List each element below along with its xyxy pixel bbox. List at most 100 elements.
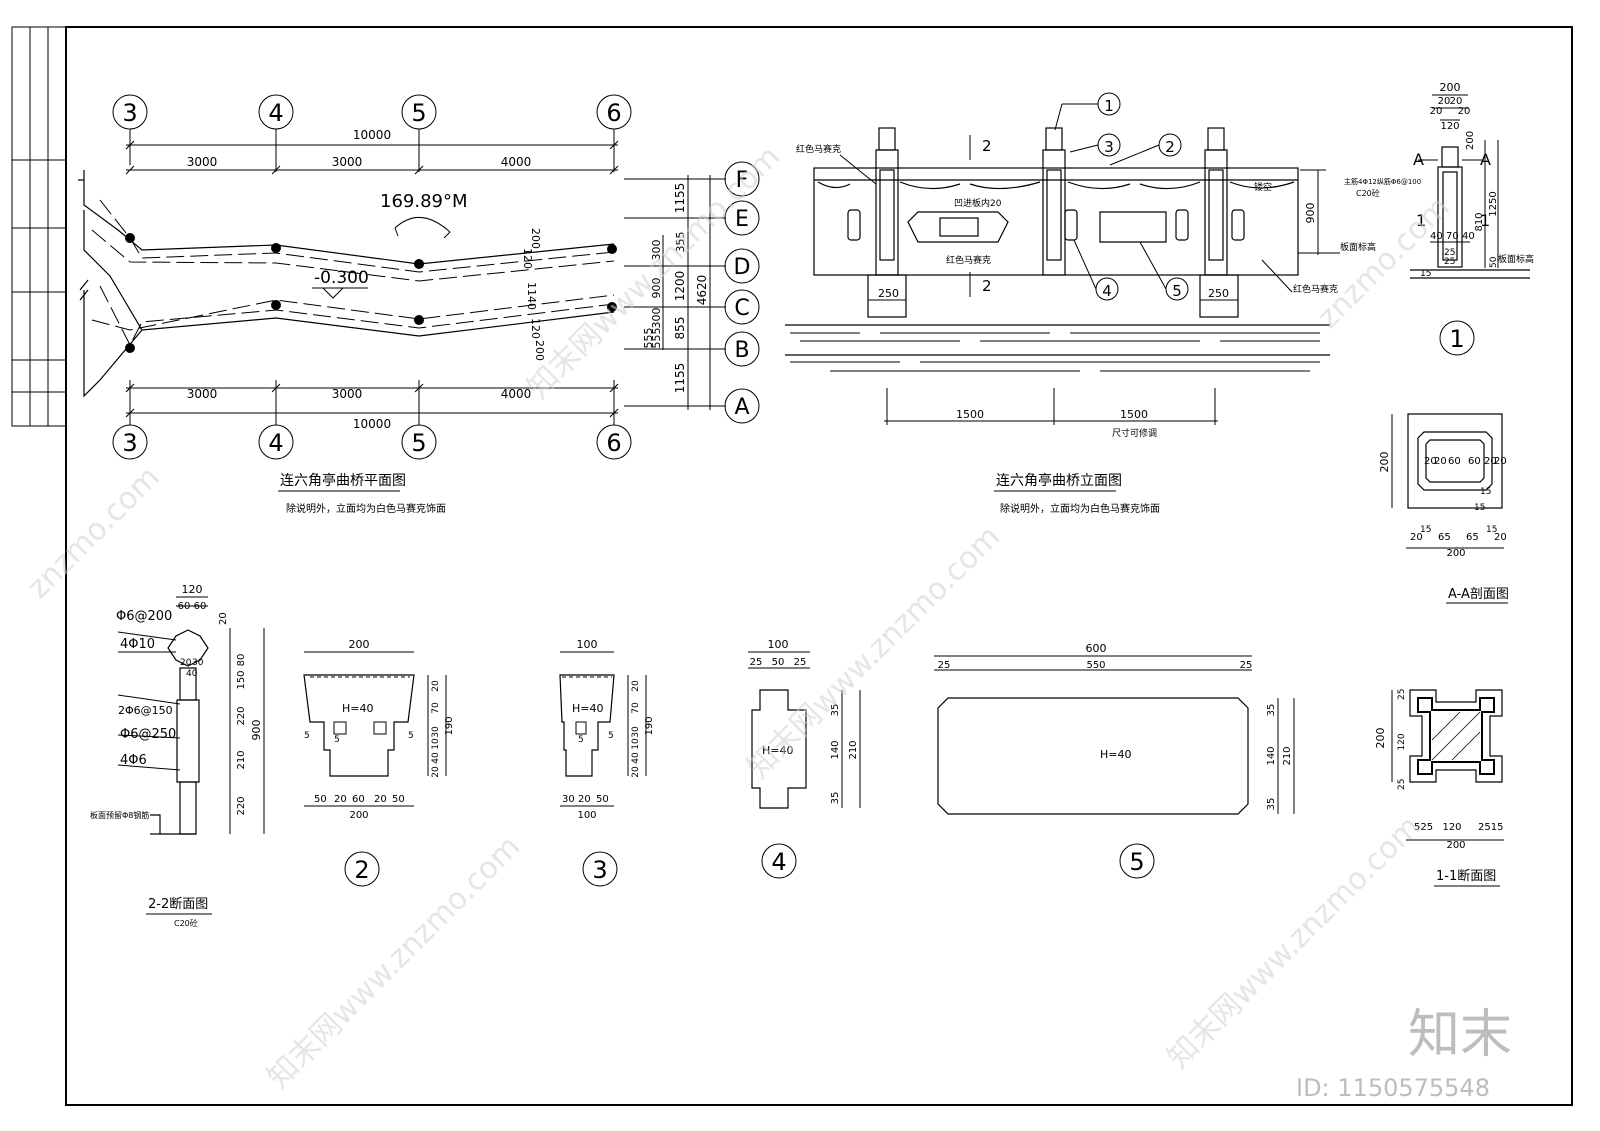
elevation-mark: -0.300 — [314, 268, 369, 288]
watermark-brand: 知末网www.znzmo.com — [741, 519, 1007, 785]
detail-label: 1 — [1449, 325, 1464, 353]
aa-title: A-A剖面图 — [1448, 587, 1509, 602]
rebar-label: Φ6@250 — [120, 727, 176, 742]
rebar-label: 4Φ6 — [120, 753, 147, 768]
s11-dim: 25 — [1397, 689, 1407, 700]
aa-dim: 60 — [1468, 456, 1481, 467]
s22-dim-small: 30 — [192, 658, 204, 668]
axis-label: B — [734, 338, 749, 363]
dim-rail: 200 — [529, 228, 542, 249]
section-22: 120 60 60 Φ6@200 4Φ10 2Φ6@150 Φ6@250 4Φ6… — [90, 583, 265, 928]
plan-title: 连六角亭曲桥平面图 — [280, 472, 406, 489]
detail-4: 100 25 50 25 H=40 35 140 35 210 4 — [748, 638, 861, 879]
d2-dim-5: 5 — [304, 731, 310, 741]
d3-dim-v: 20 — [631, 680, 641, 692]
detail-label: 2 — [354, 856, 369, 884]
axis-label: E — [735, 207, 749, 232]
aa-dim: 65 — [1438, 532, 1451, 543]
dim-250: 250 — [1208, 287, 1229, 300]
elevation-note: 除说明外，立面均为白色马赛克饰面 — [1000, 502, 1160, 515]
s11-dim: 120 — [1397, 733, 1407, 750]
d4-dim-v: 35 — [830, 704, 841, 717]
detail1-dim-15: 15 — [1420, 269, 1431, 279]
s22-concrete: C20砼 — [174, 918, 198, 928]
dim-bottom: 1500 — [1120, 408, 1148, 421]
detail1-dim-h: 40 — [1462, 231, 1475, 242]
dim-inner: 300 — [650, 308, 663, 329]
section-mark: 2 — [982, 277, 992, 295]
detail-1: 200 20 20 20 20 120 A A 1 1 200 810 1250… — [1344, 81, 1534, 356]
watermark-site: znzmo.com — [1311, 190, 1457, 336]
detail1-dim-v: 25 — [1444, 248, 1455, 258]
detail1-dim: 20 — [1458, 106, 1471, 117]
detail1-dim: 20 — [1450, 96, 1463, 107]
s11-dim-total: 200 — [1446, 840, 1465, 851]
aa-dim: 65 — [1466, 532, 1479, 543]
detail-label: 3 — [592, 856, 607, 884]
section-num: 1 — [1416, 211, 1426, 230]
aa-dim-total: 200 — [1446, 548, 1465, 559]
axis-label: 4 — [268, 429, 283, 457]
floor-level: 板面标高 — [1498, 253, 1534, 265]
detail1-dim-v: 200 — [1465, 131, 1476, 150]
callout-label: 2 — [1165, 138, 1175, 156]
d5-dim: 25 — [1240, 660, 1253, 671]
dim-rail: 120 — [529, 318, 542, 339]
elevation-view: 1 3 2 4 5 2 2 红色马赛克 红色马赛克 红色马赛克 镂空 凹进板内2… — [785, 92, 1376, 515]
plan-axis-bottom: 3 4 5 6 — [112, 424, 632, 460]
dim-rail: 120 — [521, 248, 534, 269]
d2-dim-v: 70 — [431, 702, 441, 714]
plan-dims-top — [125, 129, 619, 175]
plan-axis-top: 3 4 5 6 — [112, 94, 632, 130]
d4-h: H=40 — [762, 744, 794, 757]
d5-dim-v: 35 — [1266, 798, 1277, 811]
detail1-dim: 20 — [1430, 106, 1443, 117]
axis-label: 3 — [122, 99, 137, 127]
rebar-label: 4Φ10 — [120, 637, 155, 652]
section-letter: A — [1480, 150, 1491, 169]
d3-dim-b: 50 — [596, 794, 609, 805]
dim-rail: 1140 — [525, 282, 538, 310]
s11-dim-side: 200 — [1374, 728, 1387, 749]
axis-label: 6 — [606, 429, 621, 457]
dim-total-bottom: 10000 — [353, 417, 391, 431]
dim-right: 355 — [674, 232, 687, 253]
section-aa: 200 20 20 60 60 20 20 15 15 20 15 65 65 … — [1378, 413, 1509, 604]
d3-dim-5: 5 — [608, 731, 614, 741]
s11-dim: 120 — [1442, 822, 1461, 833]
aa-dim-side: 200 — [1378, 452, 1391, 473]
dim-total-top: 10000 — [353, 128, 391, 142]
angle-label: 169.89°M — [380, 191, 468, 212]
s22-dim-total: 900 — [250, 720, 263, 741]
watermark-id: ID: 1150575548 — [1296, 1074, 1490, 1102]
elevation-triangle — [312, 287, 368, 299]
d3-dim-v: 70 — [631, 702, 641, 714]
d4-dim-top: 100 — [768, 638, 789, 651]
d4-dim: 25 — [794, 657, 807, 668]
watermark-brand: 知末网www.znzmo.com — [261, 829, 527, 1095]
dim-inner: 900 — [650, 278, 663, 299]
label-hollow: 镂空 — [1254, 181, 1272, 193]
rebar-note: 主筋4Φ12纵筋Φ6@100 — [1344, 177, 1421, 186]
d3-dim-b: 30 — [562, 794, 575, 805]
axis-label: 5 — [411, 99, 426, 127]
d2-dim-b: 20 — [334, 794, 347, 805]
d4-dim-v: 140 — [830, 740, 841, 759]
dim-250: 250 — [878, 287, 899, 300]
section-num: 1 — [1480, 211, 1490, 230]
axis-label: D — [734, 255, 751, 280]
d3-dim-v: 10 — [631, 738, 641, 750]
d2-h: H=40 — [342, 702, 374, 715]
elevation-structure — [785, 127, 1330, 356]
detail1-dim-h: 40 — [1430, 231, 1443, 242]
plan-note: 除说明外，立面均为白色马赛克饰面 — [286, 502, 446, 515]
d2-dim-v: 20 — [431, 680, 441, 692]
section-11: 200 25 120 25 525 120 2515 200 1-1断面图 — [1374, 689, 1504, 887]
d2-dim-v: 10 — [431, 738, 441, 750]
label-red-mosaic: 红色马赛克 — [946, 254, 991, 266]
dim-width: 4620 — [695, 275, 709, 306]
d5-dim-v-total: 210 — [1282, 746, 1293, 765]
rebar-label: 2Φ6@150 — [118, 704, 173, 717]
dim-right: 1155 — [673, 183, 687, 214]
